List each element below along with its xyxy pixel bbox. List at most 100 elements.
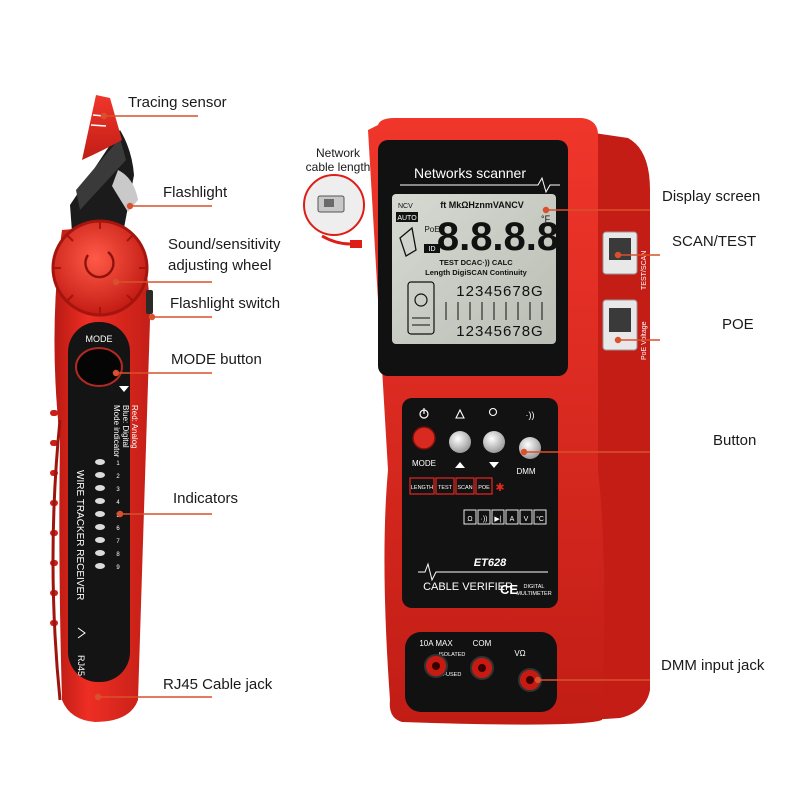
indicator-led-number: 9 (116, 565, 120, 571)
label-display-screen: Display screen (662, 188, 761, 205)
ce-mark: CE (500, 582, 518, 597)
indicator-led (95, 537, 105, 543)
jack-com-label: COM (473, 639, 492, 648)
symbol-key-label: A (510, 516, 515, 523)
lcd-pins-top: 12345678G (456, 283, 543, 300)
symbol-key[interactable] (505, 509, 519, 525)
flashlight-icon: ✱ (495, 482, 504, 494)
lcd-ncv: NCV (398, 203, 413, 210)
receiver-mode-button[interactable] (75, 347, 123, 387)
lcd-mode-line2: Length DigiSCAN Continuity (425, 268, 527, 277)
svg-text:·)): ·)) (526, 410, 535, 420)
indicator-led-number: 1 (116, 461, 120, 467)
symbol-key[interactable] (519, 509, 533, 525)
display-screen (392, 194, 556, 344)
function-key-poe[interactable] (475, 477, 493, 495)
up-button[interactable] (449, 431, 471, 453)
power-mode-button[interactable] (412, 426, 436, 450)
jack-vohm-label: VΩ (514, 649, 525, 658)
symbol-key[interactable] (463, 509, 477, 525)
tracing-sensor-tip (82, 95, 122, 160)
label-indicators: Indicators (173, 490, 239, 507)
function-key-label: POE (478, 485, 490, 491)
symbol-key-label: ·)) (481, 516, 488, 523)
label-flashlight-switch: Flashlight switch (170, 295, 281, 312)
label-sound-wheel-1: Sound/sensitivity (168, 236, 281, 253)
mode-button-label: MODE (412, 459, 436, 468)
function-key-length[interactable] (409, 477, 435, 495)
function-key-test[interactable] (435, 477, 455, 495)
receiver-mode-label: MODE (86, 334, 113, 344)
lcd-auto: AUTO (397, 215, 417, 222)
label-scan-test: SCAN/TEST (672, 233, 757, 250)
dmm-sub1: DIGITAL (524, 584, 545, 590)
receiver-device: MODE Mode indicator Blue: Digital Red: A… (50, 95, 153, 722)
dmm-button-label: DMM (516, 467, 535, 476)
indicator-led (95, 498, 105, 504)
indicator-led-number: 7 (116, 539, 120, 545)
lcd-mode-line1: TEST DCAC·)) CALC (439, 258, 513, 267)
indicator-led-number: 8 (116, 552, 120, 558)
indicator-led (95, 459, 105, 465)
receiver-name: WIRE TRACKER RECEIVER (74, 470, 85, 600)
label-mode-button: MODE button (171, 351, 262, 368)
blue-digital-text: Blue: Digital (121, 405, 130, 448)
label-button: Button (713, 432, 757, 449)
isolated-label: ISOLATED (439, 652, 466, 658)
receiver-rj45-text: RJ45 (76, 655, 86, 676)
lcd-poe: PoE (424, 225, 439, 234)
function-key-row: LENGTH TEST SCAN POE ✱ (409, 477, 505, 495)
symbol-key-label: V (524, 516, 529, 523)
label-network-length-2: cable length (305, 160, 371, 174)
indicator-led-number: 6 (116, 526, 120, 532)
label-poe: POE (722, 316, 754, 333)
symbol-key[interactable] (491, 509, 505, 525)
screen-title: Networks scanner (414, 165, 526, 181)
function-key-label: TEST (438, 485, 453, 491)
flashlight-bezel (112, 170, 138, 212)
mode-indicator-text: Mode indicator (112, 405, 121, 458)
fused-label: FUSED (443, 672, 462, 678)
label-network-length-1: Network (315, 146, 360, 160)
indicator-led (95, 550, 105, 556)
indicator-led-number: 2 (116, 474, 120, 480)
indicator-led-number: 3 (116, 487, 120, 493)
label-flashlight: Flashlight (163, 184, 228, 201)
flashlight-switch (146, 290, 153, 314)
lcd-f-unit: °F (541, 214, 551, 224)
label-tracing-sensor: Tracing sensor (128, 94, 227, 111)
label-sound-wheel-2: adjusting wheel (168, 257, 272, 274)
lcd-id: ID (429, 246, 436, 253)
label-rj45-jack: RJ45 Cable jack (163, 676, 273, 693)
product-name: CABLE VERIFIER (423, 581, 513, 593)
indicator-led-number: 4 (116, 500, 120, 506)
indicator-led (95, 563, 105, 569)
function-key-label: SCAN (457, 485, 472, 491)
button-panel (402, 398, 558, 608)
symbol-key[interactable] (477, 509, 491, 525)
mode-indicator-arrow (119, 386, 129, 392)
symbol-key[interactable] (533, 509, 547, 525)
indicator-led (95, 485, 105, 491)
dmm-sub2: MULTIMETER (516, 591, 551, 597)
lcd-units-top: ft MkΩHznmVANCV (440, 200, 524, 210)
down-arrow-icon (489, 462, 499, 468)
network-arrow-icon (336, 236, 362, 248)
indicator-led (95, 511, 105, 517)
lcd-pins-bottom: 12345678G (456, 323, 543, 340)
callout-lines (94, 112, 660, 701)
red-analog-text: Red: Analog (130, 405, 139, 449)
symbol-key-label: ▶| (494, 516, 501, 523)
verifier-device: Networks scanner ft MkΩHznmVANCV NCV AUT… (368, 118, 650, 725)
up-arrow-icon (455, 462, 465, 468)
indicator-led (95, 472, 105, 478)
symbol-key-label: Ω (467, 516, 472, 523)
jack-10a-label: 10A MAX (419, 639, 453, 648)
model-number: ET628 (474, 557, 507, 569)
lcd-digits: 8.8.8.8 (437, 215, 559, 259)
function-key-label: LENGTH (411, 485, 433, 491)
dmm-button[interactable] (519, 437, 541, 459)
function-key-scan[interactable] (455, 477, 475, 495)
down-button[interactable] (483, 431, 505, 453)
